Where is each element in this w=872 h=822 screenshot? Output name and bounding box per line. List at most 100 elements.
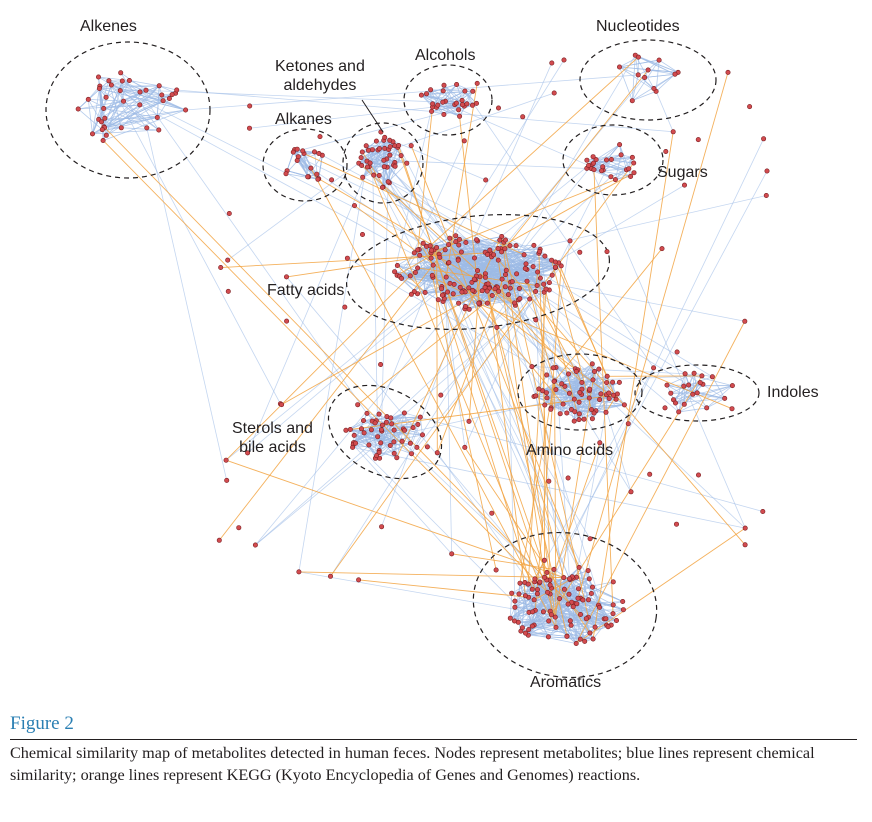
metabolite-node bbox=[453, 239, 459, 245]
metabolite-node bbox=[364, 410, 370, 416]
network-edge bbox=[543, 284, 546, 578]
metabolite-node bbox=[642, 75, 648, 81]
network-edge bbox=[615, 172, 635, 180]
metabolite-node bbox=[166, 96, 172, 102]
metabolite-node bbox=[546, 280, 552, 286]
metabolite-node bbox=[582, 638, 588, 644]
network-edge bbox=[431, 275, 497, 571]
network-edge bbox=[504, 69, 649, 250]
metabolite-node bbox=[466, 306, 472, 312]
metabolite-node bbox=[587, 386, 593, 392]
network-edge bbox=[644, 73, 676, 78]
network-edge bbox=[593, 375, 702, 381]
network-edge bbox=[255, 429, 395, 546]
metabolite-node bbox=[495, 246, 501, 252]
metabolite-node bbox=[90, 131, 96, 137]
metabolite-node bbox=[137, 89, 143, 95]
metabolite-node bbox=[108, 82, 114, 88]
network-edge bbox=[362, 140, 377, 153]
metabolite-node bbox=[593, 157, 599, 163]
metabolite-node bbox=[485, 281, 491, 287]
network-edge bbox=[371, 257, 441, 430]
network-edge bbox=[318, 155, 323, 179]
network-edge bbox=[159, 85, 177, 91]
metabolite-node bbox=[542, 574, 548, 580]
metabolite-node bbox=[614, 391, 620, 397]
network-edge bbox=[619, 56, 639, 68]
metabolite-node bbox=[387, 137, 393, 143]
metabolite-node bbox=[497, 237, 503, 243]
network-edge bbox=[411, 434, 423, 454]
network-edge bbox=[378, 423, 393, 453]
metabolite-node bbox=[283, 171, 289, 177]
metabolite-node bbox=[645, 67, 651, 73]
metabolite-node bbox=[590, 154, 596, 160]
network-edge bbox=[490, 172, 635, 254]
network-edge bbox=[358, 579, 529, 598]
metabolite-node bbox=[391, 450, 397, 456]
network-edge bbox=[666, 384, 707, 409]
metabolite-node bbox=[691, 370, 697, 376]
metabolite-node bbox=[216, 537, 222, 543]
metabolite-node bbox=[294, 158, 300, 164]
metabolite-node bbox=[364, 164, 370, 170]
network-edge bbox=[159, 85, 176, 94]
network-edge bbox=[549, 138, 765, 586]
metabolite-node bbox=[387, 442, 393, 448]
network-edge bbox=[103, 126, 581, 615]
metabolite-node bbox=[656, 57, 662, 63]
network-edge bbox=[578, 567, 599, 606]
metabolite-node bbox=[459, 102, 465, 108]
metabolite-node bbox=[429, 247, 435, 253]
metabolite-node bbox=[225, 257, 231, 263]
metabolite-node bbox=[429, 108, 435, 114]
metabolite-node bbox=[174, 87, 180, 93]
metabolite-node bbox=[453, 100, 459, 106]
metabolite-node bbox=[552, 614, 558, 620]
metabolite-node bbox=[117, 88, 123, 94]
metabolite-node bbox=[143, 87, 149, 93]
metabolite-node bbox=[495, 257, 501, 263]
network-edge bbox=[220, 252, 491, 268]
label-aromatics: Aromatics bbox=[530, 674, 602, 691]
metabolite-node bbox=[441, 82, 447, 88]
metabolite-node bbox=[300, 148, 306, 154]
metabolite-node bbox=[587, 630, 593, 636]
metabolite-node bbox=[591, 410, 597, 416]
network-edge bbox=[129, 80, 160, 87]
metabolite-node bbox=[620, 607, 626, 613]
network-edge bbox=[637, 74, 655, 89]
metabolite-node bbox=[566, 390, 572, 396]
network-edge bbox=[437, 452, 568, 637]
metabolite-node bbox=[604, 249, 610, 255]
metabolite-node bbox=[378, 440, 384, 446]
network-edge bbox=[389, 430, 395, 446]
metabolite-node bbox=[553, 624, 559, 630]
network-edge bbox=[397, 265, 426, 293]
metabolite-node bbox=[317, 134, 323, 140]
network-edge bbox=[619, 59, 660, 68]
network-edge bbox=[487, 184, 685, 304]
metabolite-node bbox=[118, 70, 124, 76]
metabolite-node bbox=[96, 86, 102, 92]
metabolite-node bbox=[329, 177, 335, 183]
network-edge bbox=[535, 291, 680, 413]
metabolite-node bbox=[484, 300, 490, 306]
metabolite-node bbox=[154, 115, 160, 121]
network-edge bbox=[548, 620, 571, 638]
metabolite-node bbox=[534, 587, 540, 593]
metabolite-node bbox=[516, 285, 522, 291]
metabolite-node bbox=[363, 143, 369, 149]
metabolite-node bbox=[358, 426, 364, 432]
network-edge bbox=[549, 442, 601, 586]
metabolite-node bbox=[466, 285, 472, 291]
metabolite-node bbox=[361, 430, 367, 436]
label-alkanes: Alkanes bbox=[275, 111, 332, 128]
network-edge bbox=[576, 603, 609, 628]
metabolite-node bbox=[742, 525, 748, 531]
metabolite-node bbox=[223, 457, 229, 463]
metabolite-node bbox=[535, 269, 541, 275]
network-edge bbox=[449, 255, 546, 284]
metabolite-node bbox=[536, 386, 542, 392]
metabolite-node bbox=[502, 284, 508, 290]
